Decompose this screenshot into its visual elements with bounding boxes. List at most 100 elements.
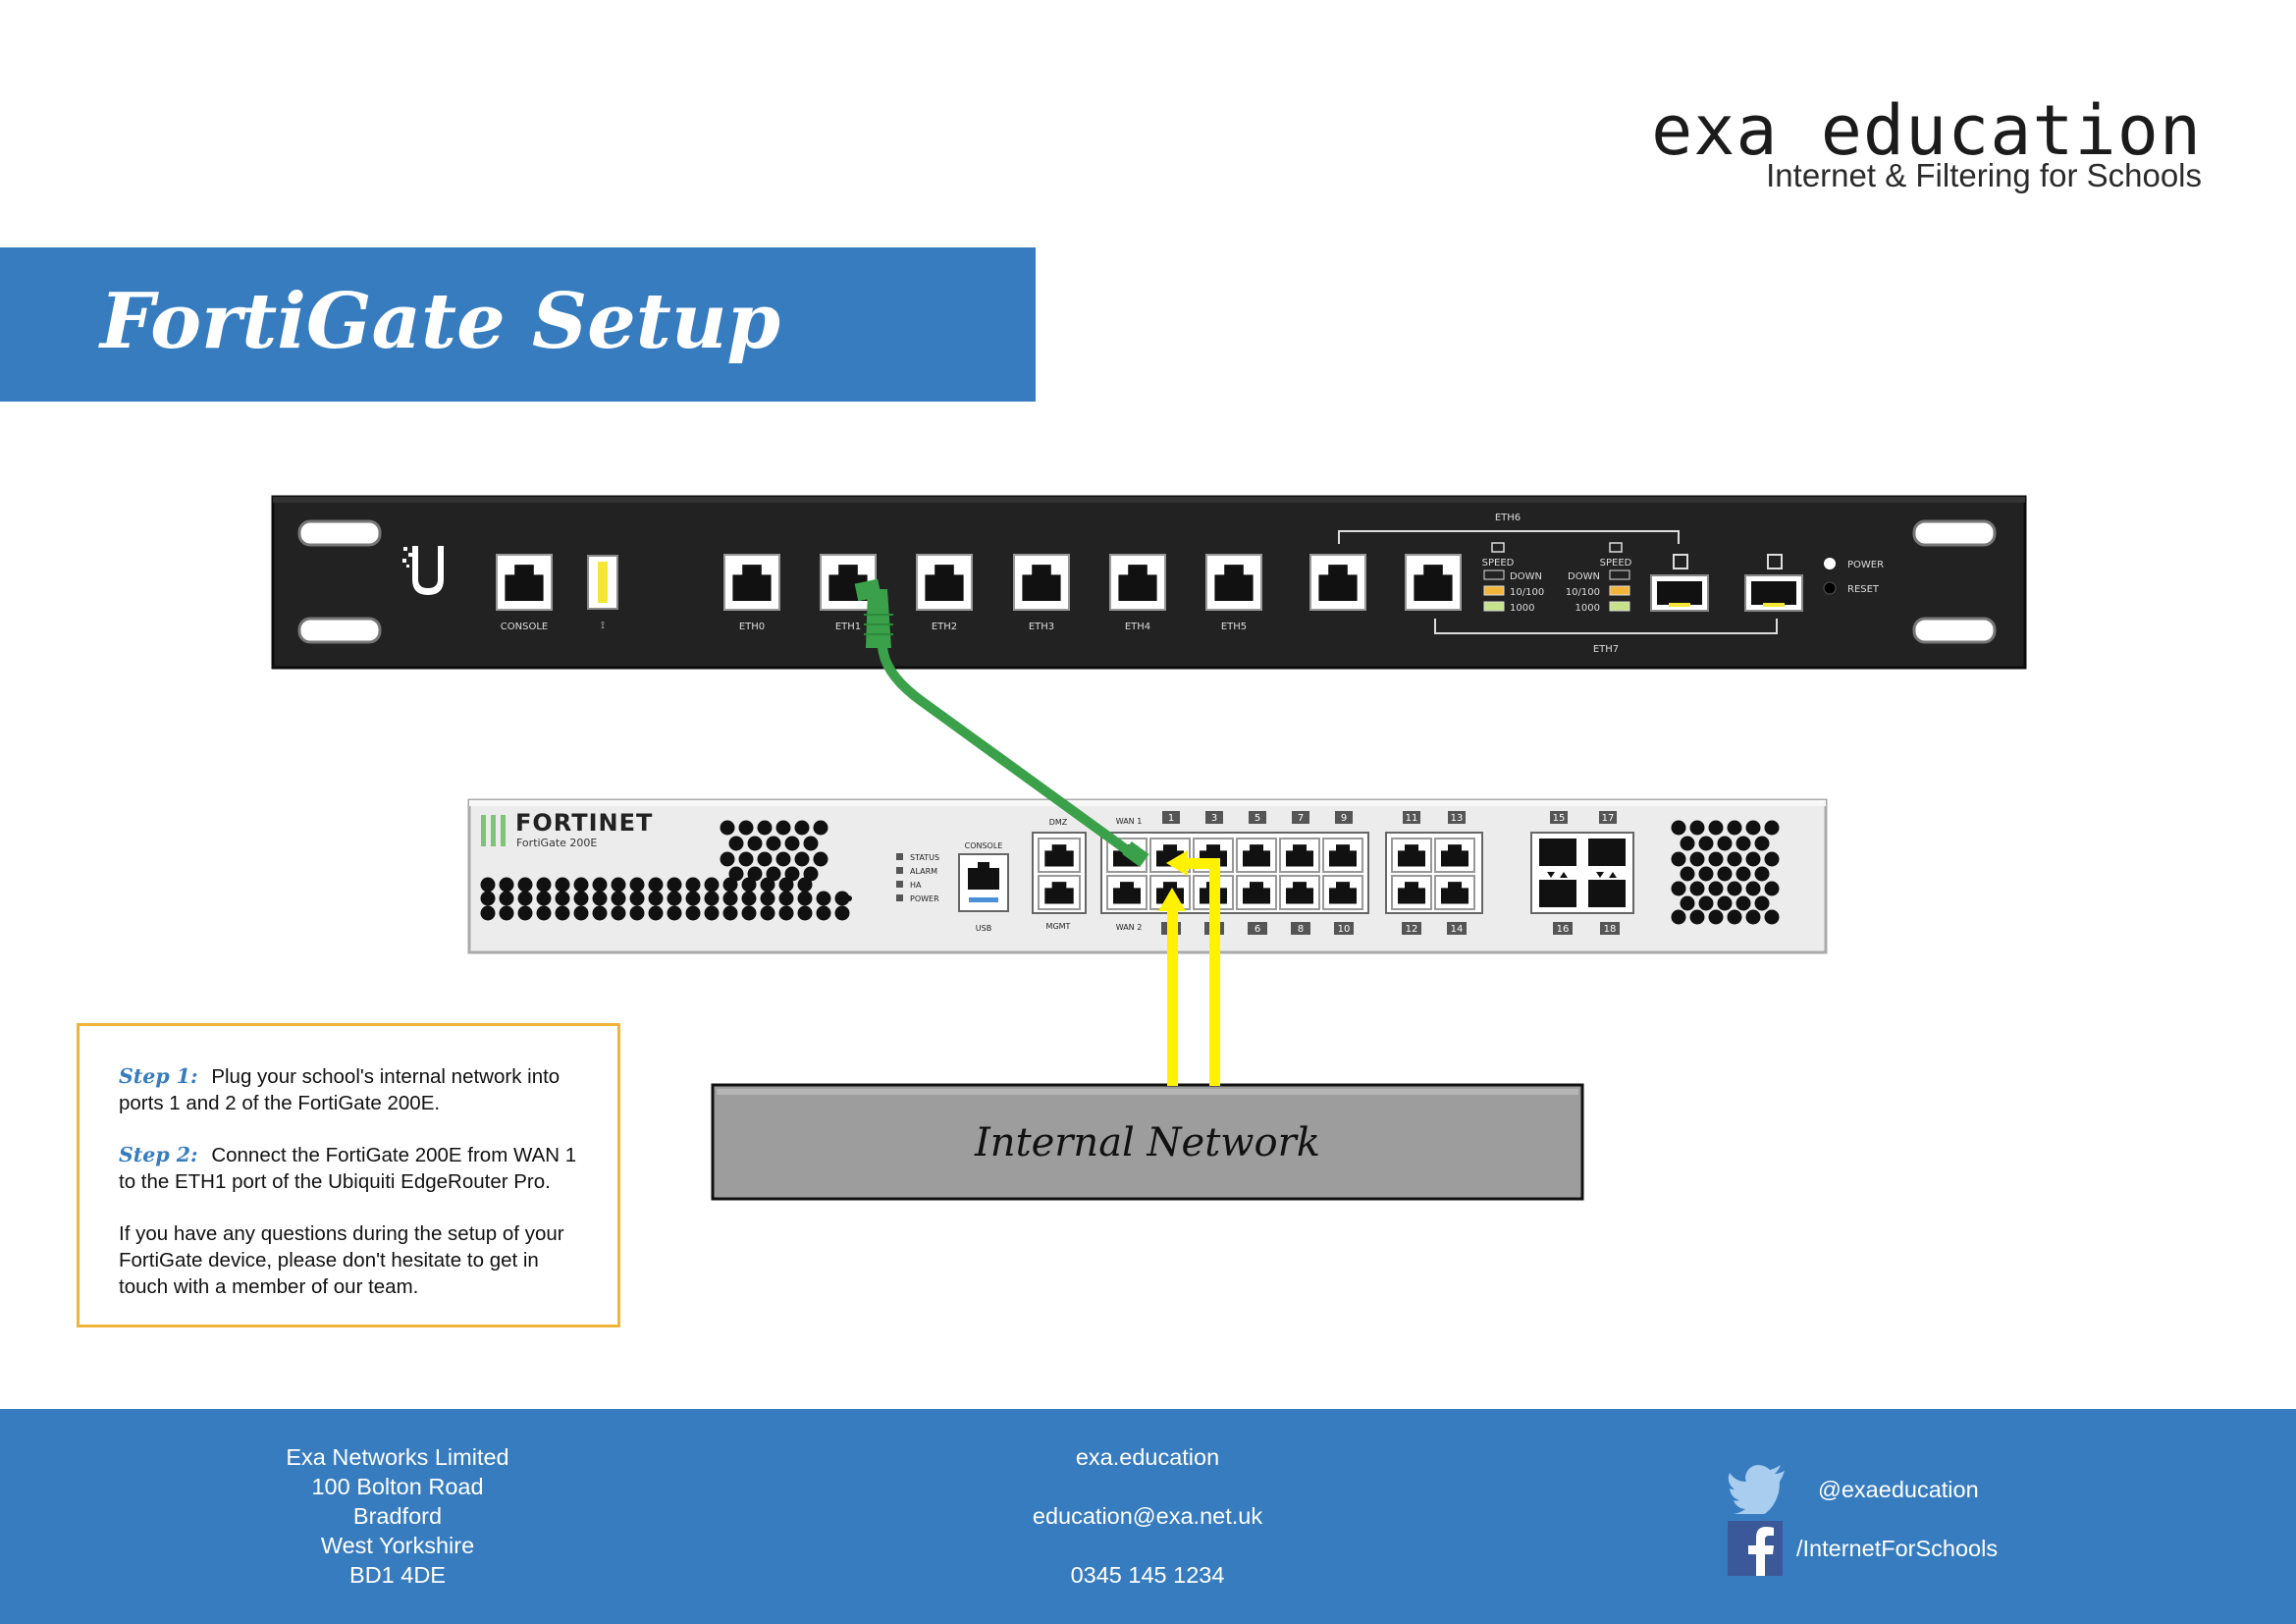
router-port-label: ETH1 (835, 622, 861, 632)
address-line: Exa Networks Limited (286, 1444, 509, 1470)
console-label: CONSOLE (965, 841, 1003, 850)
fg-port-number: 6 (1255, 924, 1260, 935)
router-port-label: ETH3 (1029, 622, 1054, 632)
speed-state-label: DOWN (1510, 571, 1542, 582)
router-port-label: ETH4 (1125, 622, 1150, 632)
speed-label: SPEED (1600, 558, 1632, 568)
fg-port-number: 10 (1338, 924, 1351, 935)
fortigate-200e: FORTINET FortiGate 200E STATUSALARMHAPOW… (467, 798, 1828, 954)
eth6-label: ETH6 (1495, 513, 1521, 523)
facebook-icon (1728, 1521, 1783, 1576)
email-link[interactable]: education@exa.net.uk (1032, 1503, 1263, 1529)
speed-state-label: 10/100 (1510, 587, 1544, 598)
fortinet-logo-icon (481, 815, 506, 846)
eth7-bracket: ETH7 (1434, 619, 1778, 655)
speed-legend: SPEED DOWN 10/100 1000 (1482, 542, 1544, 614)
facebook-link[interactable]: /InternetForSchools (1728, 1520, 2120, 1577)
usb-label: USB (976, 924, 991, 933)
fg-sfp-port[interactable] (1539, 880, 1576, 907)
fg-led-label: STATUS (910, 853, 939, 862)
router-port-eth0[interactable]: ETH0 (723, 554, 780, 632)
port-icon (1491, 542, 1505, 553)
fg-port-number: 17 (1602, 813, 1615, 824)
vent-grille (1671, 820, 1780, 925)
fg-sfp-port[interactable] (1588, 839, 1626, 866)
phone-number[interactable]: 0345 145 1234 (1070, 1562, 1225, 1588)
fg-port[interactable] (1106, 875, 1148, 910)
fg-console-port[interactable]: CONSOLE USB (958, 841, 1009, 933)
facebook-handle: /InternetForSchools (1796, 1535, 1999, 1561)
router-port-eth2[interactable]: ETH2 (916, 554, 973, 632)
fortigate-model: FortiGate 200E (516, 837, 597, 849)
router-port-console[interactable]: CONSOLE (496, 554, 553, 632)
fg-led-label: ALARM (910, 867, 937, 876)
fg-port[interactable] (1391, 838, 1432, 873)
fg-port[interactable] (1391, 875, 1432, 910)
fg-led-ha: HA (896, 881, 922, 890)
speed-state-label: 1000 (1510, 603, 1534, 614)
fg-port[interactable] (1236, 875, 1277, 910)
fg-port[interactable] (1322, 838, 1363, 873)
speed-state-label: DOWN (1568, 571, 1600, 582)
fg-port[interactable] (1279, 875, 1320, 910)
rack-slot (1912, 617, 1997, 644)
eth6-bracket: ETH6 (1338, 513, 1680, 544)
title-band (0, 247, 1036, 402)
fg-sfp-port[interactable] (1539, 839, 1576, 866)
step-1-heading: Step 1: (119, 1064, 198, 1088)
footer-social: @exaeducation /InternetForSchools (1728, 1461, 2120, 1579)
router-port-eth4[interactable]: ETH4 (1109, 554, 1166, 632)
address-line: Bradford (352, 1503, 443, 1529)
usb-port[interactable]: ⟟ (587, 555, 618, 631)
ubiquiti-logo-icon (402, 546, 444, 595)
router-port-label: ETH5 (1221, 622, 1247, 632)
fg-port-dmz[interactable] (1038, 838, 1081, 873)
address-line: West Yorkshire (320, 1533, 475, 1558)
speed-state-label: 10/100 (1566, 587, 1600, 598)
fg-led-alarm: ALARM (896, 867, 937, 876)
fg-port-number: 14 (1451, 924, 1464, 935)
fg-port-number: 5 (1255, 813, 1260, 824)
twitter-handle: @exaeducation (1818, 1476, 1979, 1502)
footer (0, 1409, 2296, 1624)
website-link[interactable]: exa.education (1075, 1444, 1220, 1470)
reset-button[interactable]: RESET (1823, 581, 1880, 595)
fg-sfp-port[interactable] (1588, 880, 1626, 907)
fg-port-number: 18 (1604, 924, 1617, 935)
footer-address: Exa Networks Limited 100 Bolton Road Bra… (250, 1442, 545, 1590)
fg-port-number: 1 (1168, 813, 1174, 824)
fg-port-number: 7 (1298, 813, 1304, 824)
power-label: POWER (1847, 560, 1884, 570)
port-icon (1609, 542, 1623, 553)
router-port-eth3[interactable]: ETH3 (1013, 554, 1070, 632)
fg-port[interactable] (1236, 838, 1277, 873)
help-note: If you have any questions during the set… (119, 1222, 564, 1298)
power-led: POWER (1824, 558, 1884, 570)
fg-port[interactable] (1322, 875, 1363, 910)
step-2: Step 2: Connect the FortiGate 200E from … (119, 1142, 582, 1195)
fg-port[interactable] (1434, 875, 1475, 910)
eth7-label: ETH7 (1593, 644, 1619, 655)
wan2-label: WAN 2 (1116, 923, 1143, 932)
router-port-label: ETH0 (739, 622, 765, 632)
fg-port[interactable] (1279, 838, 1320, 873)
yellow-arrows (1158, 850, 1220, 1086)
fg-port-number: 13 (1451, 813, 1464, 824)
fg-led-power: POWER (896, 894, 939, 903)
fg-port-mgmt[interactable] (1038, 875, 1081, 910)
speed-label: SPEED (1482, 558, 1515, 568)
twitter-link[interactable]: @exaeducation (1728, 1461, 2120, 1518)
dmz-mgmt-ports: DMZ MGMT (1032, 818, 1087, 931)
fg-led-status: STATUS (896, 853, 939, 862)
fg-port[interactable] (1434, 838, 1475, 873)
router-port-eth6-1[interactable] (1309, 554, 1366, 611)
internal-network-label: Internal Network (974, 1120, 1320, 1165)
router-port-eth5[interactable]: ETH5 (1205, 554, 1262, 632)
reset-label: RESET (1847, 584, 1880, 595)
twitter-icon (1728, 1465, 1785, 1514)
router-port-eth6-2[interactable] (1405, 554, 1462, 611)
step-1-text: Plug your school's internal network into… (119, 1065, 561, 1114)
internal-network-box: Internal Network (711, 1083, 1584, 1201)
